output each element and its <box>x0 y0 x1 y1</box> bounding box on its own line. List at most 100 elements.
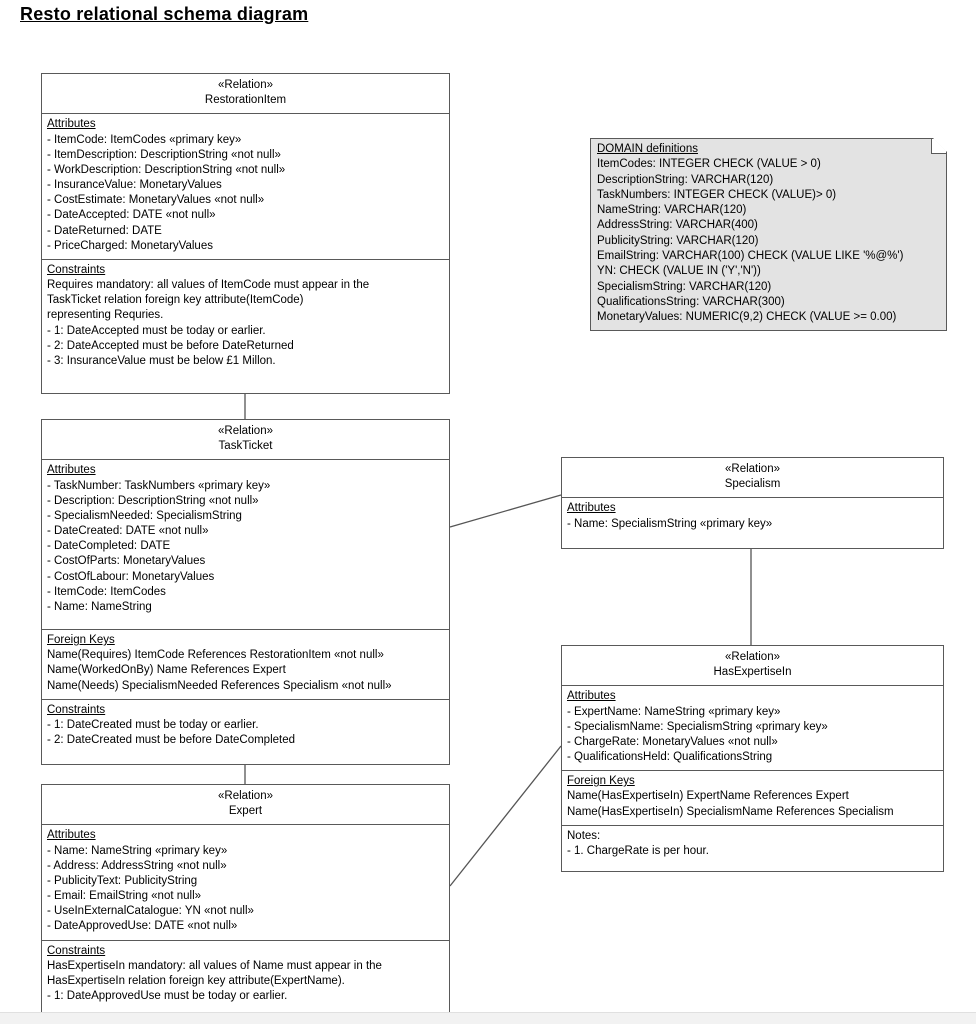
foreign-key-line: Name(HasExpertiseIn) ExpertName Referenc… <box>567 790 849 803</box>
relation-box-hasexpertisein[interactable]: «Relation» HasExpertiseIn Attributes - E… <box>561 645 944 873</box>
attribute-line: - InsuranceValue: MonetaryValues <box>47 179 222 192</box>
compartment-title: Constraints <box>47 263 106 276</box>
page-bottom-edge <box>0 1012 976 1024</box>
page-title: Resto relational schema diagram <box>20 4 309 24</box>
constraints-compartment: Constraints HasExpertiseIn mandatory: al… <box>42 939 449 1015</box>
relation-box-specialism[interactable]: «Relation» Specialism Attributes - Name:… <box>561 457 944 549</box>
constraint-line: Requires mandatory: all values of ItemCo… <box>47 279 370 292</box>
compartment-title: Attributes <box>47 464 96 477</box>
attribute-line: - CostEstimate: MonetaryValues «not null… <box>47 194 265 207</box>
attribute-line: - PriceCharged: MonetaryValues <box>47 239 213 252</box>
attributes-compartment: Attributes - Name: SpecialismString «pri… <box>562 498 943 547</box>
domain-line: MonetaryValues: NUMERIC(9,2) CHECK (VALU… <box>597 311 897 324</box>
constraint-line: - 1: DateApprovedUse must be today or ea… <box>47 990 288 1003</box>
attribute-line: - ItemDescription: DescriptionString «no… <box>47 148 281 161</box>
note-fold-corner-icon <box>931 139 946 154</box>
attribute-line: - CostOfParts: MonetaryValues <box>47 555 206 568</box>
compartment-title: Constraints <box>47 703 106 716</box>
attribute-line: - Name: NameString <box>47 600 152 613</box>
attribute-line: - WorkDescription: DescriptionString «no… <box>47 163 286 176</box>
domain-line: NameString: VARCHAR(120) <box>597 204 747 217</box>
relation-header-restorationitem: «Relation» RestorationItem <box>42 74 449 115</box>
constraint-line: - 1: DateAccepted must be today or earli… <box>47 324 266 337</box>
attribute-line: - Email: EmailString «not null» <box>47 890 202 903</box>
foreign-key-line: Name(Requires) ItemCode References Resto… <box>47 649 384 662</box>
domain-line: AddressString: VARCHAR(400) <box>597 219 758 232</box>
constraint-line: representing Requries. <box>47 309 164 322</box>
notes-title: Notes: <box>567 829 601 842</box>
attribute-line: - DateApprovedUse: DATE «not null» <box>47 920 238 933</box>
compartment-title: Foreign Keys <box>47 634 115 647</box>
relation-name: Specialism <box>724 478 781 491</box>
compartment-title: Attributes <box>567 502 616 515</box>
constraints-compartment: Constraints Requires mandatory: all valu… <box>42 258 449 393</box>
relation-name: Expert <box>228 805 263 818</box>
foreign-key-line: Name(Needs) SpecialismNeeded References … <box>47 679 392 692</box>
note-title: DOMAIN definitions <box>597 143 698 155</box>
attribute-line: - SpecialismName: SpecialismString «prim… <box>567 720 828 733</box>
attributes-compartment: Attributes - Name: NameString «primary k… <box>42 825 449 939</box>
domain-line: DescriptionString: VARCHAR(120) <box>597 173 774 186</box>
attributes-compartment: Attributes - TaskNumber: TaskNumbers «pr… <box>42 460 449 629</box>
connector-taskticket-to-specialism <box>449 494 562 528</box>
stereotype-label: «Relation» <box>218 79 273 91</box>
relation-header-hasexpertisein: «Relation» HasExpertiseIn <box>562 646 943 687</box>
stereotype-label: «Relation» <box>218 790 273 802</box>
attribute-line: - QualificationsHeld: QualificationsStri… <box>567 751 773 764</box>
attribute-line: - ChargeRate: MonetaryValues «not null» <box>567 735 778 748</box>
constraint-line: - 1: DateCreated must be today or earlie… <box>47 718 259 731</box>
constraint-line: HasExpertiseIn relation foreign key attr… <box>47 974 345 987</box>
attribute-line: - ItemCode: ItemCodes <box>47 585 166 598</box>
domain-line: QualificationsString: VARCHAR(300) <box>597 295 785 308</box>
relation-header-expert: «Relation» Expert <box>42 785 449 826</box>
attribute-line: - UseInExternalCatalogue: YN «not null» <box>47 905 254 918</box>
constraint-line: HasExpertiseIn mandatory: all values of … <box>47 959 382 972</box>
attribute-line: - DateReturned: DATE <box>47 224 162 237</box>
relation-box-taskticket[interactable]: «Relation» TaskTicket Attributes - TaskN… <box>41 419 450 766</box>
attribute-line: - TaskNumber: TaskNumbers «primary key» <box>47 479 271 492</box>
relation-header-taskticket: «Relation» TaskTicket <box>42 420 449 461</box>
relation-name: TaskTicket <box>218 440 273 453</box>
attribute-line: - Name: NameString «primary key» <box>47 844 228 857</box>
attribute-line: - PublicityText: PublicityString <box>47 874 198 887</box>
attributes-compartment: Attributes - ItemCode: ItemCodes «primar… <box>42 114 449 259</box>
domain-line: EmailString: VARCHAR(100) CHECK (VALUE L… <box>597 249 904 262</box>
compartment-title: Attributes <box>47 829 96 842</box>
domain-line: PublicityString: VARCHAR(120) <box>597 234 759 247</box>
attribute-line: - CostOfLabour: MonetaryValues <box>47 570 215 583</box>
attribute-line: - Address: AddressString «not null» <box>47 859 227 872</box>
compartment-title: Foreign Keys <box>567 775 635 788</box>
attribute-line: - DateCompleted: DATE <box>47 540 171 553</box>
foreign-keys-compartment: Foreign Keys Name(Requires) ItemCode Ref… <box>42 629 449 699</box>
compartment-title: Attributes <box>47 118 96 131</box>
attribute-line: - ItemCode: ItemCodes «primary key» <box>47 133 242 146</box>
foreign-key-line: Name(WorkedOnBy) Name References Expert <box>47 664 286 677</box>
compartment-title: Attributes <box>567 690 616 703</box>
constraint-line: - 2: DateAccepted must be before DateRet… <box>47 339 294 352</box>
constraints-compartment: Constraints - 1: DateCreated must be tod… <box>42 698 449 765</box>
relation-box-restorationitem[interactable]: «Relation» RestorationItem Attributes - … <box>41 73 450 395</box>
stereotype-label: «Relation» <box>218 425 273 437</box>
notes-compartment: Notes: - 1. ChargeRate is per hour. <box>562 824 943 871</box>
attribute-line: - SpecialismNeeded: SpecialismString <box>47 509 242 522</box>
relation-box-expert[interactable]: «Relation» Expert Attributes - Name: Nam… <box>41 784 450 1016</box>
constraint-line: - 3: InsuranceValue must be below £1 Mil… <box>47 354 276 367</box>
foreign-keys-compartment: Foreign Keys Name(HasExpertiseIn) Expert… <box>562 770 943 825</box>
relation-name: RestorationItem <box>204 94 287 107</box>
note-line: - 1. ChargeRate is per hour. <box>567 844 709 857</box>
constraint-line: - 2: DateCreated must be before DateComp… <box>47 734 296 747</box>
attributes-compartment: Attributes - ExpertName: NameString «pri… <box>562 686 943 770</box>
domain-line: YN: CHECK (VALUE IN ('Y','N')) <box>597 265 761 278</box>
domain-definitions-note: DOMAIN definitions ItemCodes: INTEGER CH… <box>590 138 947 331</box>
connector-expert-to-hasexpertisein <box>449 745 562 887</box>
attribute-line: - ExpertName: NameString «primary key» <box>567 705 781 718</box>
foreign-key-line: Name(HasExpertiseIn) SpecialismName Refe… <box>567 805 894 818</box>
attribute-line: - Name: SpecialismString «primary key» <box>567 517 773 530</box>
compartment-title: Constraints <box>47 944 106 957</box>
domain-line: ItemCodes: INTEGER CHECK (VALUE > 0) <box>597 158 821 171</box>
attribute-line: - DateCreated: DATE «not null» <box>47 525 209 538</box>
stereotype-label: «Relation» <box>725 463 780 475</box>
stereotype-label: «Relation» <box>725 651 780 663</box>
domain-line: SpecialismString: VARCHAR(120) <box>597 280 772 293</box>
